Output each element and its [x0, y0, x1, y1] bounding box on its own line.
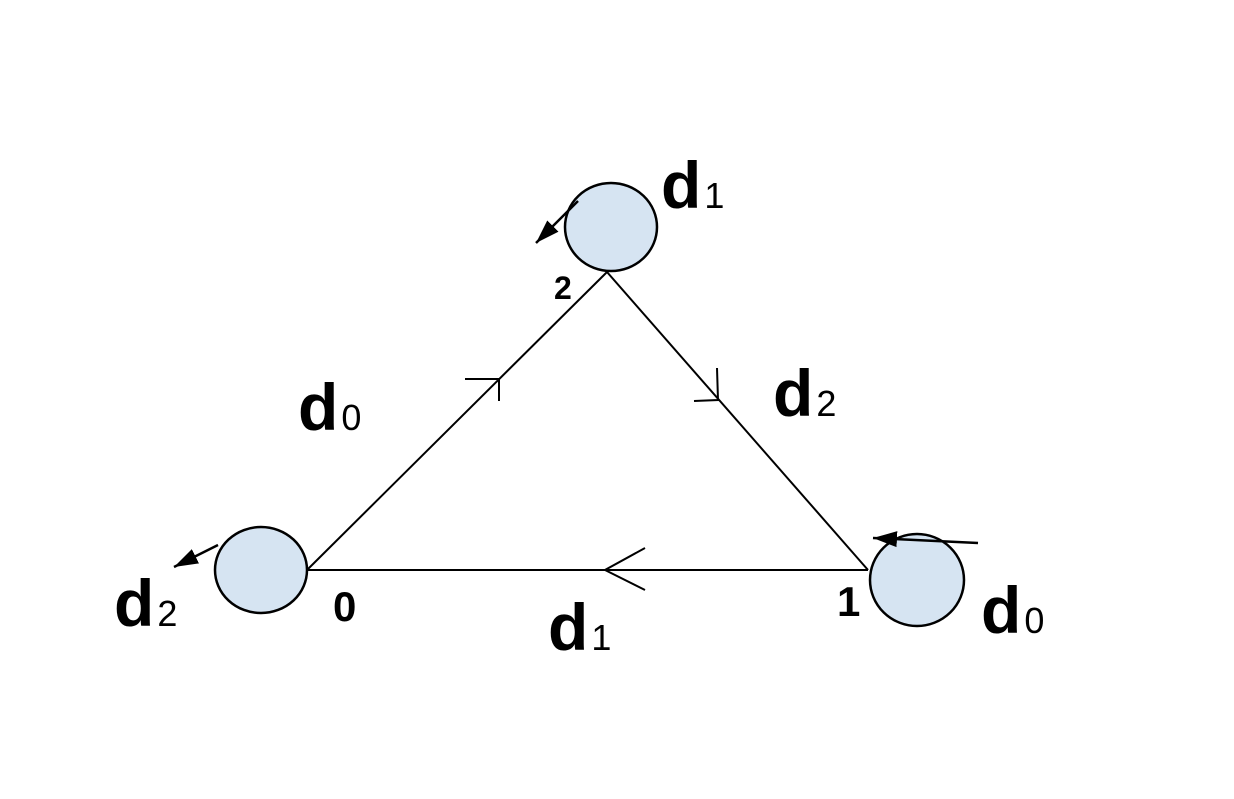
node-1-loop-label: d0 — [981, 577, 1044, 643]
node-1-label: 1 — [837, 578, 861, 625]
node-1-loop-arrow — [872, 531, 979, 548]
edge-0-2-label-base: d — [298, 370, 339, 444]
edge-0-2-label-sub: 0 — [341, 397, 362, 438]
node-1-loop-label-sub: 0 — [1024, 600, 1045, 641]
edge-0-2-line — [306, 271, 608, 571]
node-2-loop-label-base: d — [661, 148, 702, 222]
edge-2-1-label-sub: 2 — [816, 383, 837, 424]
node-2-label: 2 — [554, 270, 572, 306]
node-2-circle — [563, 181, 659, 273]
node-1-loop-label-base: d — [981, 573, 1022, 647]
edge-1-0-arrow-mark — [602, 547, 646, 591]
node-0-loop-arrow — [173, 543, 219, 569]
node-0-loop-label-sub: 2 — [157, 593, 178, 634]
edge-2-1-arrow-mark — [693, 367, 720, 402]
edge-1-0-label-base: d — [548, 590, 589, 664]
edge-1-0-label-sub: 1 — [591, 617, 612, 658]
edge-0-2-arrow-mark — [465, 378, 500, 401]
node-1-circle — [868, 532, 966, 628]
edge-0-2-label: d0 — [298, 374, 361, 440]
edge-2-1-label-base: d — [773, 356, 814, 430]
edge-2-1-label: d2 — [773, 360, 836, 426]
edge-2-1-line — [606, 271, 869, 571]
node-0-loop-label: d2 — [114, 570, 177, 636]
edge-1-0-label: d1 — [548, 594, 611, 660]
node-0-circle — [213, 525, 309, 615]
node-0-label: 0 — [333, 583, 357, 630]
node-2-loop-label-sub: 1 — [704, 175, 725, 216]
node-2-loop-label: d1 — [661, 152, 724, 218]
node-2-loop-arrow — [535, 200, 579, 244]
node-0-loop-label-base: d — [114, 566, 155, 640]
